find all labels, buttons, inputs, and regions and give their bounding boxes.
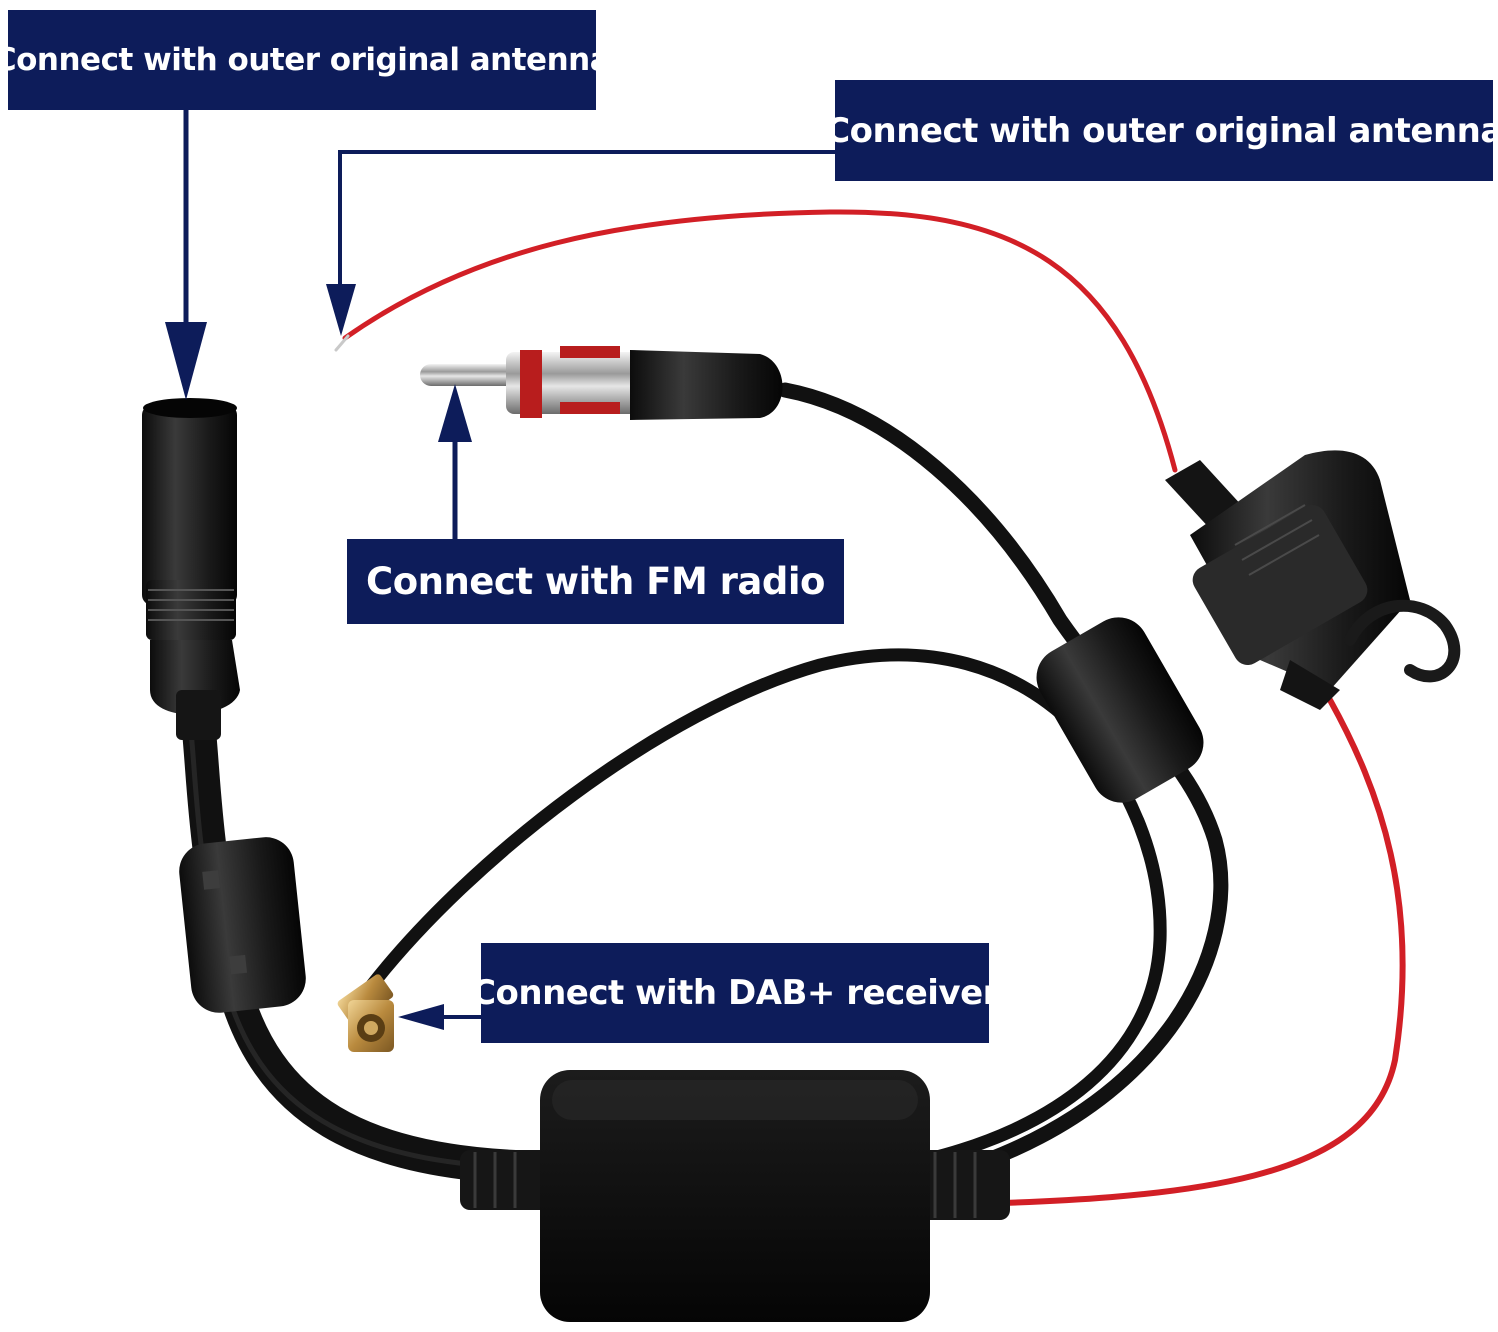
arrow-to-female-connector [165,110,207,400]
ferrite-fm [1036,617,1204,803]
ferrite-left [179,837,306,1013]
smb-connector [337,974,394,1052]
splitter-box [460,1070,1010,1322]
callout-label: Connect with FM radio [366,560,825,603]
callout-label: Connect with DAB+ receiver [471,973,999,1013]
callout-fm-radio: Connect with FM radio [347,539,844,624]
female-antenna-connector [142,398,240,740]
fm-male-plug [420,346,783,420]
callout-outer-antenna-right: Connect with outer original antenna [825,80,1498,181]
cable-dab [365,648,1167,1167]
callout-label: Connect with outer original antenna [825,110,1498,151]
callout-label: Connect with outer original antenna [0,42,611,78]
callout-dab-receiver: Connect with DAB+ receiver [471,943,999,1043]
power-wire [342,209,1178,473]
cables [181,209,1406,1208]
callout-outer-antenna-left: Connect with outer original antenna [0,10,611,110]
arrow-to-smb-connector [398,1004,481,1030]
arrow-to-fm-plug [438,384,472,539]
arrow-to-power-wire [326,150,835,336]
fuse-holder [1165,450,1461,710]
